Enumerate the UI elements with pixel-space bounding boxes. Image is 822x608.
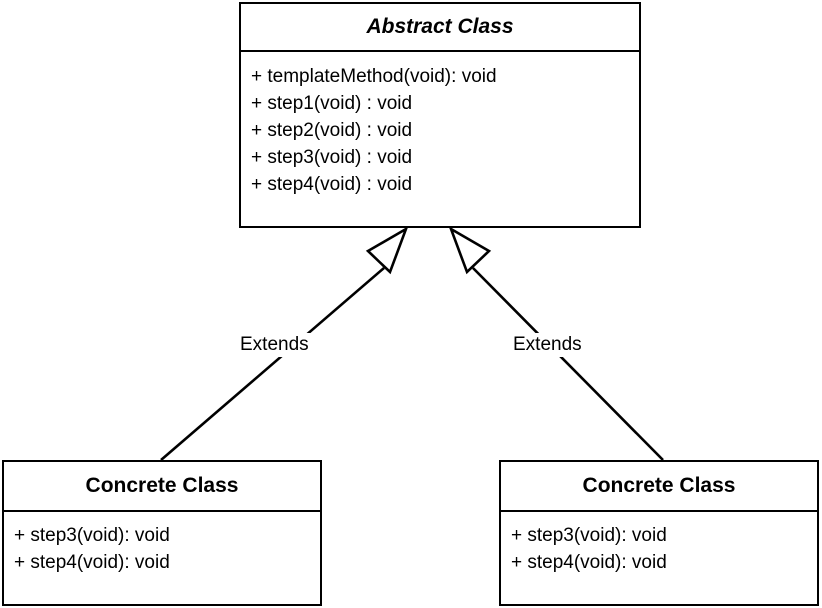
uml-class-concrete-class-left[interactable]: Concrete Class + step3(void): void + ste… [2, 460, 322, 606]
uml-member: + step4(void): void [14, 552, 170, 573]
uml-member: + step3(void) : void [251, 147, 413, 168]
uml-member: + templateMethod(void): void [251, 66, 497, 87]
uml-member: + step4(void) : void [251, 174, 413, 195]
uml-member: + step3(void): void [511, 525, 667, 546]
uml-class-concrete-class-right[interactable]: Concrete Class + step3(void): void + ste… [499, 460, 819, 606]
generalization-left-line [160, 267, 385, 461]
uml-class-title-concrete-class-left: Concrete Class [4, 462, 320, 512]
uml-member: + step4(void): void [511, 552, 667, 573]
uml-member: + step1(void) : void [251, 93, 413, 114]
uml-members-abstract-class: + templateMethod(void): void + step1(voi… [241, 52, 639, 206]
generalization-right-arrowhead [448, 226, 492, 275]
uml-member: + step2(void) : void [251, 120, 413, 141]
uml-class-title-concrete-class-right: Concrete Class [501, 462, 817, 512]
generalization-right-line [472, 267, 664, 461]
uml-members-concrete-class-left: + step3(void): void + step4(void): void [4, 512, 320, 584]
uml-class-abstract-class[interactable]: Abstract Class + templateMethod(void): v… [239, 2, 641, 228]
uml-member: + step3(void): void [14, 525, 170, 546]
generalization-left[interactable] [160, 226, 409, 461]
relationship-label-extends-right: Extends [509, 333, 586, 357]
uml-members-concrete-class-right: + step3(void): void + step4(void): void [501, 512, 817, 584]
relationship-label-extends-left: Extends [236, 333, 313, 357]
generalization-right[interactable] [448, 226, 664, 461]
generalization-left-arrowhead [365, 226, 409, 275]
uml-class-title-abstract-class: Abstract Class [241, 4, 639, 52]
